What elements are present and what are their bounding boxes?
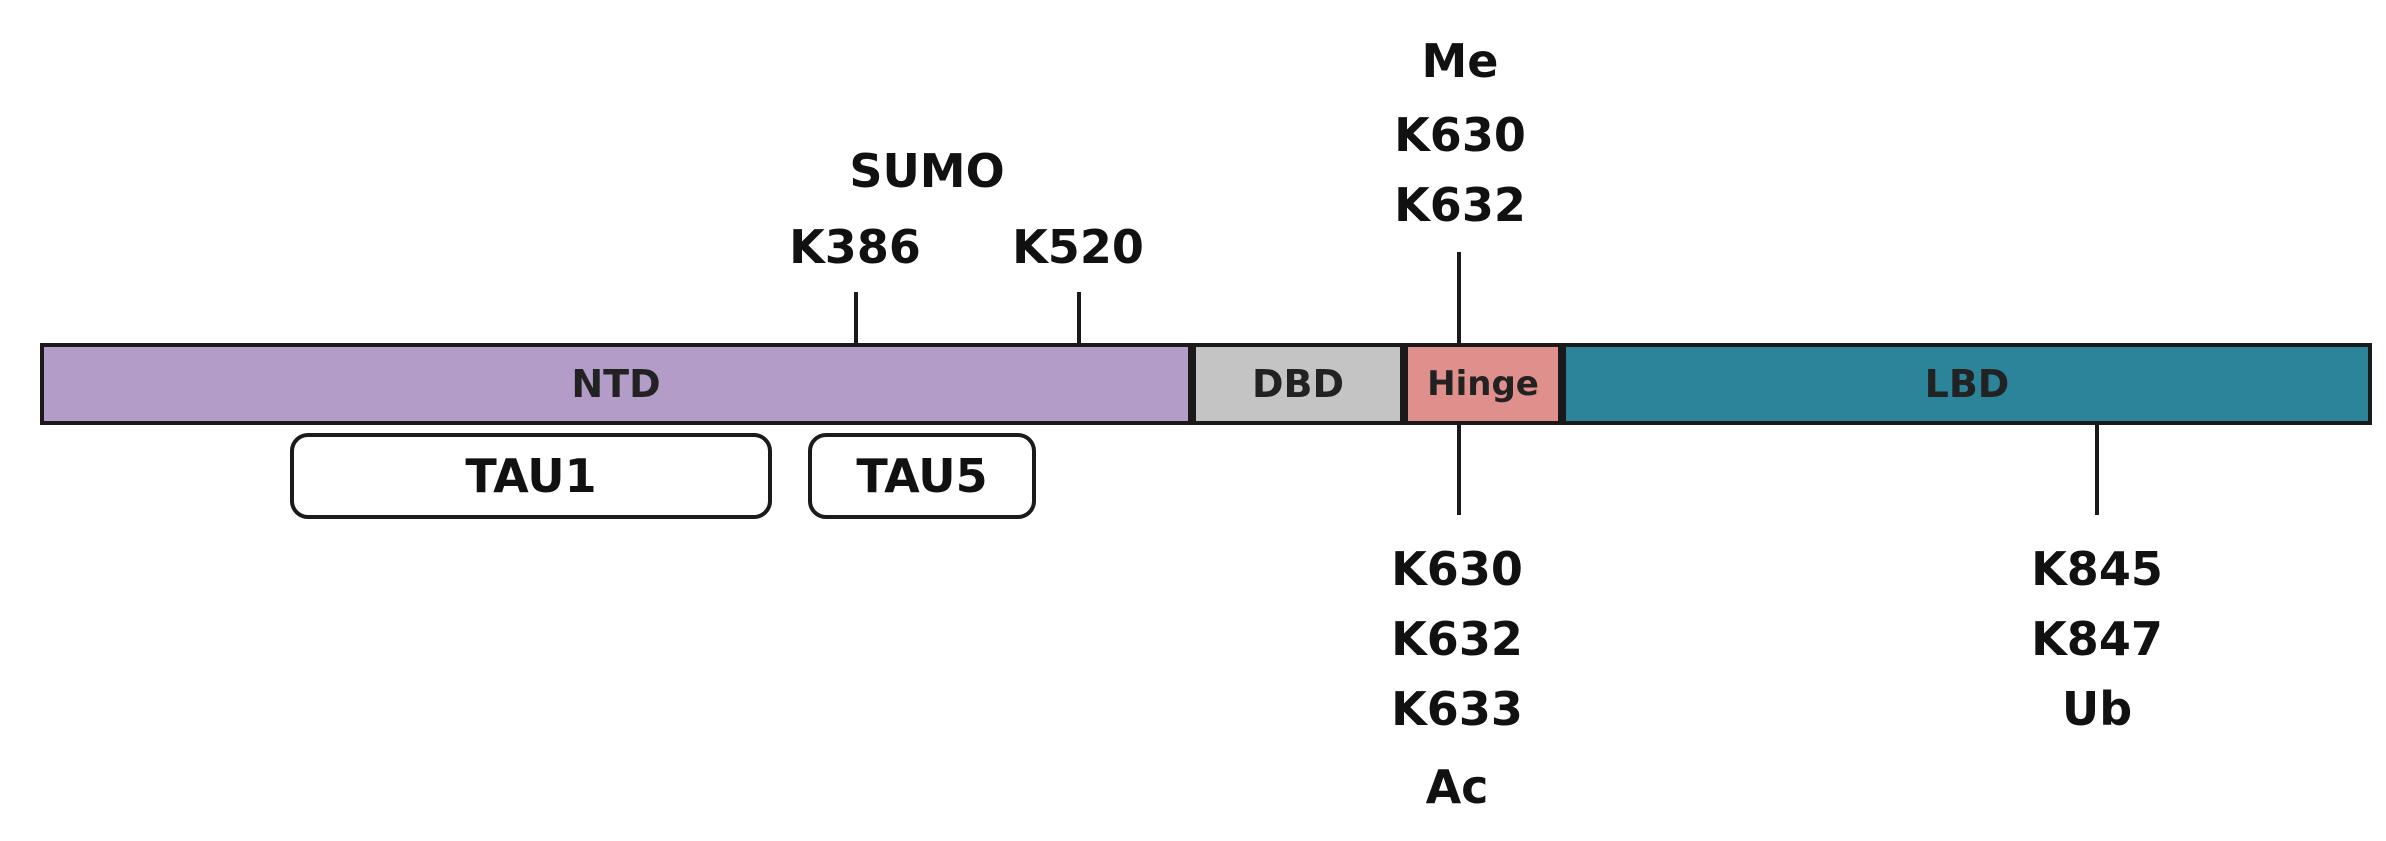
region-tau5-label: TAU5 xyxy=(856,449,988,503)
domain-lbd-label: LBD xyxy=(1924,362,2010,406)
methylation-site-k630: K630 xyxy=(1394,108,1526,162)
acetylation-site-k632: K632 xyxy=(1391,612,1523,666)
ubiquitination-tick xyxy=(2095,425,2099,515)
domain-hinge-label: Hinge xyxy=(1427,364,1539,404)
region-tau5: TAU5 xyxy=(808,433,1036,519)
sumo-k386-tick xyxy=(854,292,858,343)
domain-ntd: NTD xyxy=(40,343,1192,425)
acetylation-title: Ac xyxy=(1425,760,1489,814)
domain-hinge: Hinge xyxy=(1404,343,1562,425)
acetylation-site-k630: K630 xyxy=(1391,542,1523,596)
sumo-k520-tick xyxy=(1077,292,1081,343)
domain-lbd: LBD xyxy=(1562,343,2372,425)
methylation-tick xyxy=(1457,252,1461,343)
region-tau1-label: TAU1 xyxy=(465,449,597,503)
region-tau1: TAU1 xyxy=(290,433,772,519)
ubiquitination-title: Ub xyxy=(2061,682,2133,736)
sumo-site-k386: K386 xyxy=(789,220,921,274)
ubiquitination-site-k845: K845 xyxy=(2031,542,2163,596)
sumo-site-k520: K520 xyxy=(1012,220,1144,274)
domain-dbd: DBD xyxy=(1192,343,1404,425)
methylation-site-k632: K632 xyxy=(1394,178,1526,232)
ubiquitination-site-k847: K847 xyxy=(2031,612,2163,666)
domain-ntd-label: NTD xyxy=(571,362,661,406)
methylation-title: Me xyxy=(1421,34,1499,88)
acetylation-tick xyxy=(1457,425,1461,515)
domain-dbd-label: DBD xyxy=(1251,362,1345,406)
acetylation-site-k633: K633 xyxy=(1391,682,1523,736)
sumo-title: SUMO xyxy=(849,144,1005,198)
